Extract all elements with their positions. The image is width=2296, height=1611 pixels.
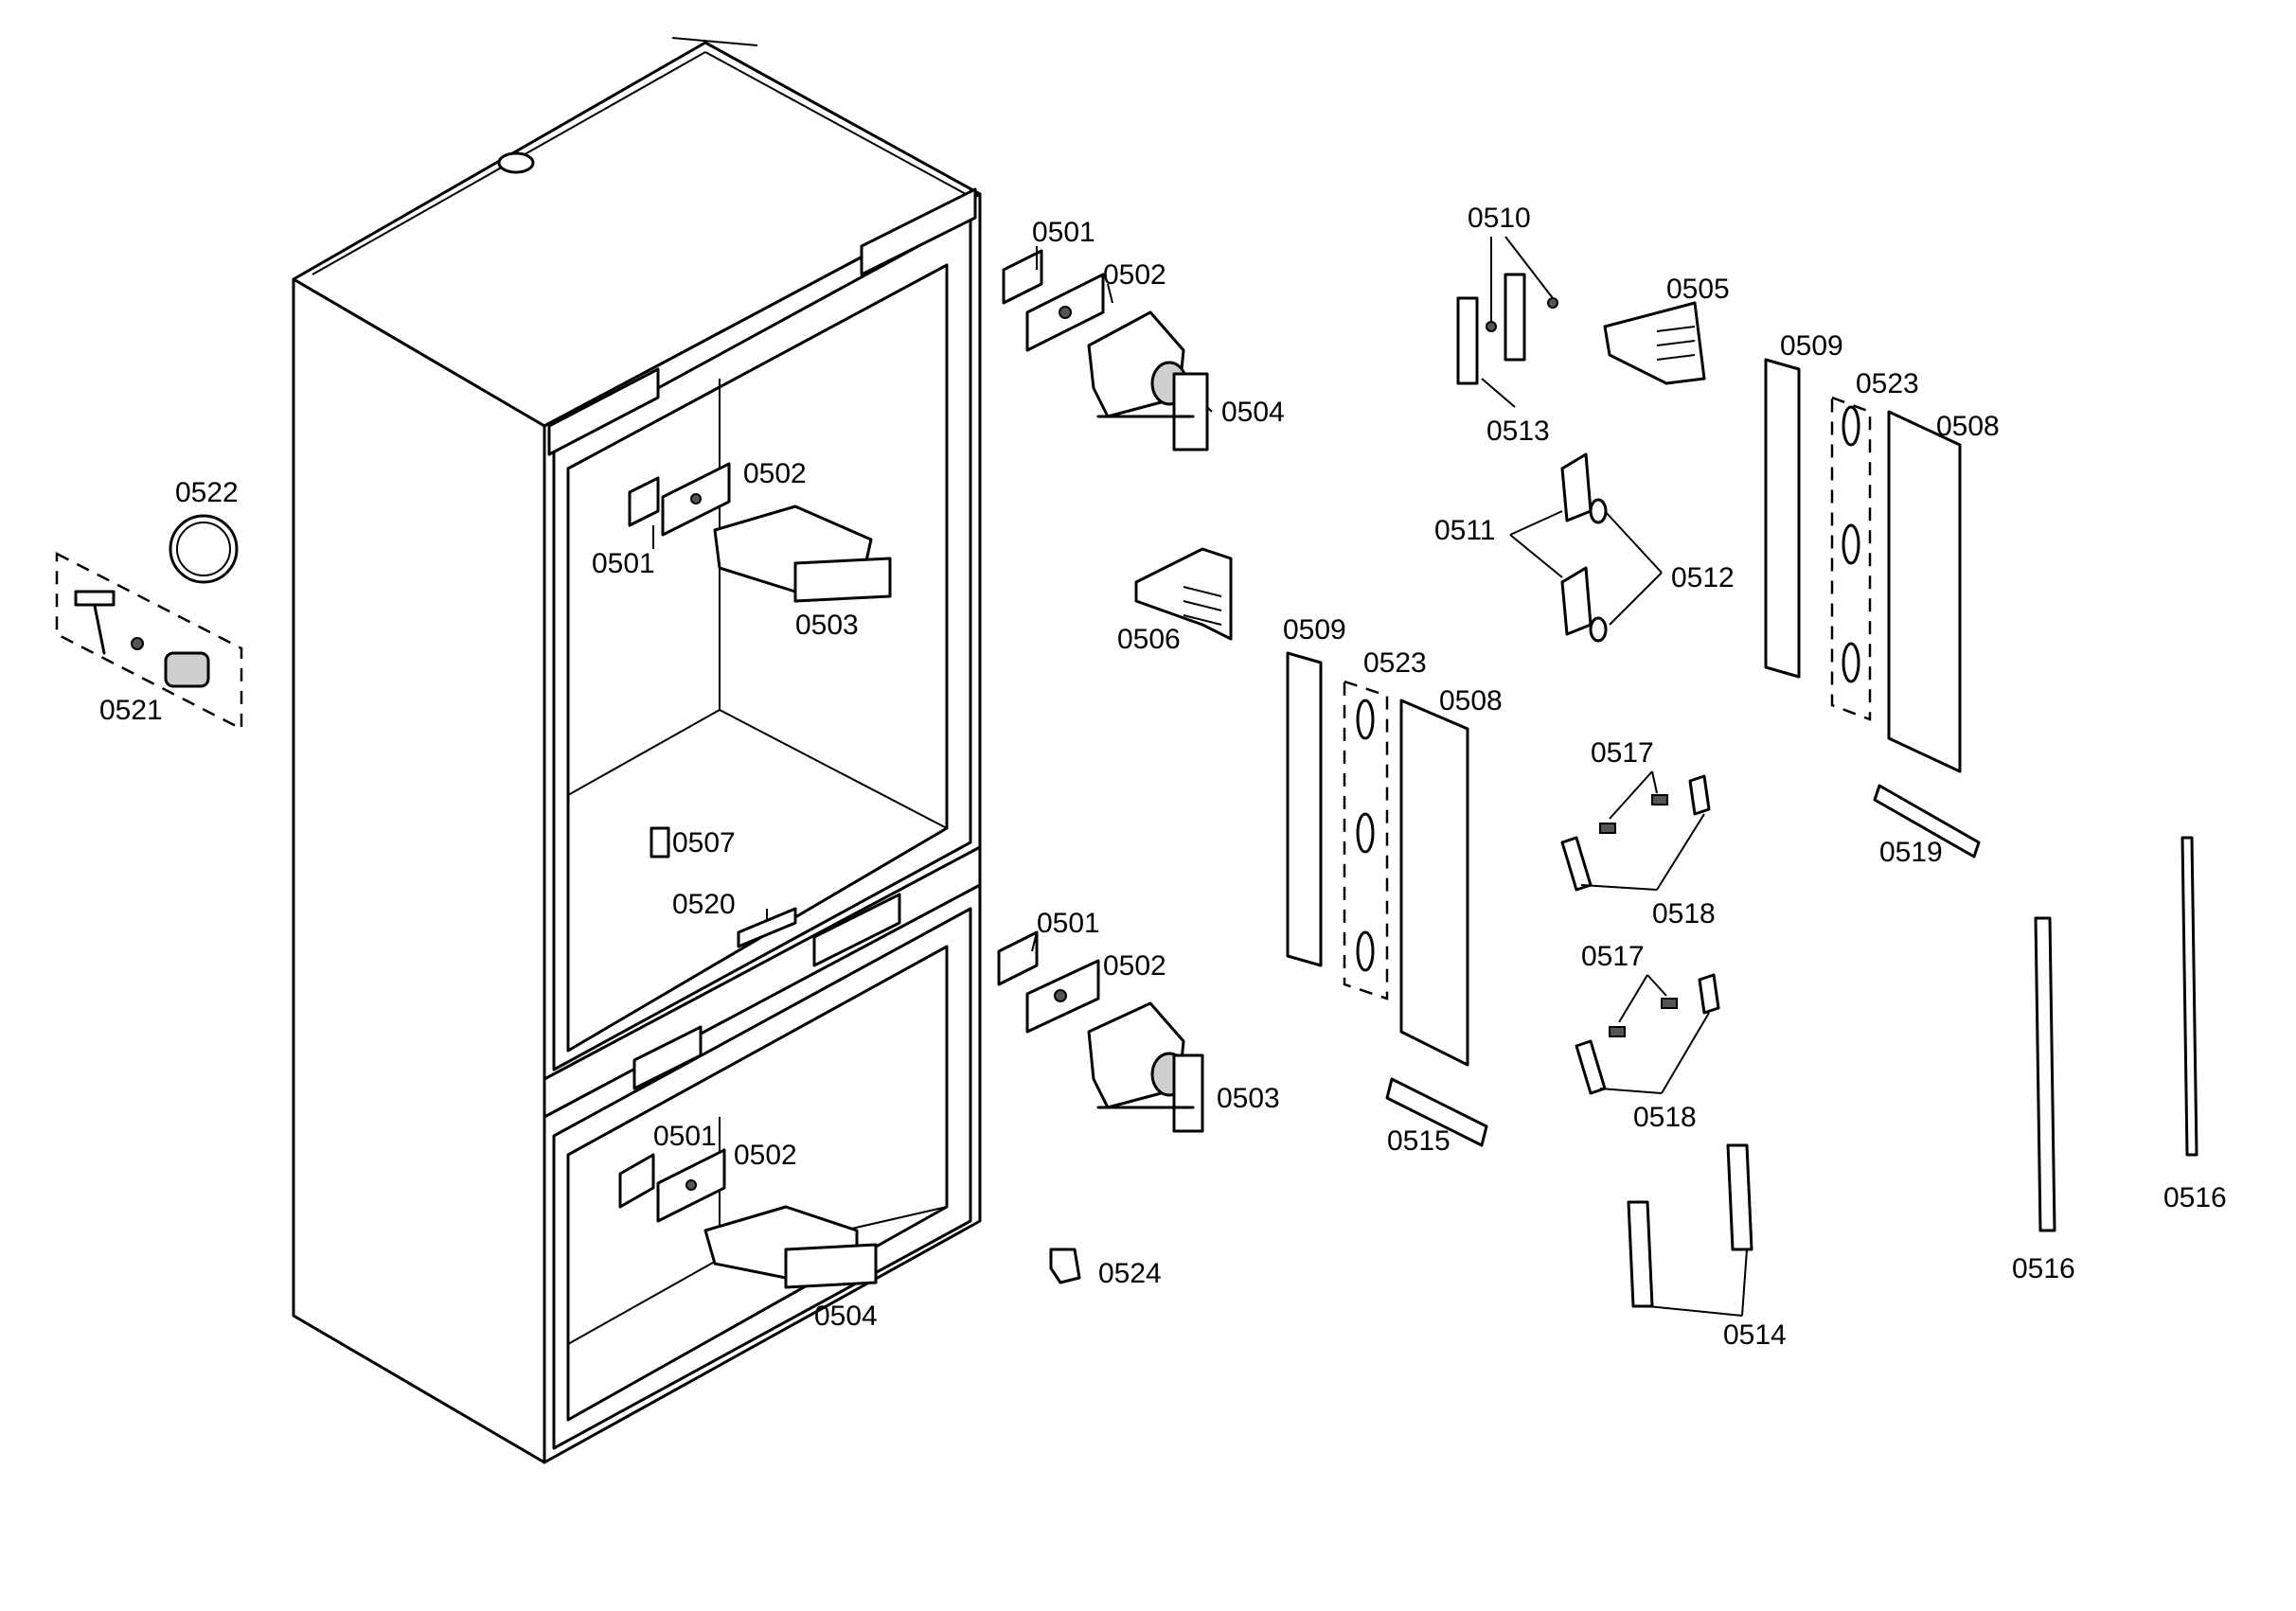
label-0516: 0516	[2012, 1253, 2075, 1284]
small-clip-0507	[650, 826, 670, 859]
callout-labels: 0501 0502 0504 0502 0501 0503 0522 0521 …	[99, 203, 2227, 1351]
clip-0524	[1049, 1248, 1081, 1284]
label-0513: 0513	[1486, 416, 1550, 447]
brackets-0511-0512	[1509, 452, 1663, 643]
brackets-0514	[1627, 1143, 1753, 1317]
label-0505: 0505	[1666, 274, 1730, 305]
label-0523: 0523	[1363, 647, 1427, 679]
bracket-set-0517-0518-upper	[1560, 770, 1711, 892]
label-0503: 0503	[795, 610, 859, 641]
label-0510: 0510	[1468, 203, 1531, 234]
label-0508: 0508	[1936, 411, 2000, 442]
seal-strip-0516-left	[2034, 916, 2056, 1232]
leader-lines	[1031, 246, 1213, 952]
label-0523: 0523	[1856, 368, 1919, 399]
lower-inner-hinge-set	[618, 1148, 878, 1289]
label-0515: 0515	[1387, 1125, 1451, 1157]
seal-strip-0516-right	[2180, 836, 2198, 1157]
panel-set-right	[1764, 358, 1962, 773]
label-0502: 0502	[1103, 259, 1166, 291]
label-0524: 0524	[1098, 1258, 1162, 1289]
latch-plate-0520	[737, 907, 797, 948]
label-0514: 0514	[1723, 1319, 1787, 1351]
label-0520: 0520	[672, 889, 736, 920]
label-0522: 0522	[175, 477, 239, 508]
upper-outer-hinge-set	[1002, 249, 1209, 451]
label-0503: 0503	[1217, 1083, 1280, 1114]
label-0519: 0519	[1879, 837, 1943, 868]
label-0511: 0511	[1434, 515, 1496, 546]
cover-0506	[1134, 547, 1233, 641]
label-0521: 0521	[99, 695, 163, 726]
handle-kit-0521	[55, 551, 243, 732]
label-0504: 0504	[814, 1301, 878, 1332]
trim-strip-0519	[1873, 784, 1981, 859]
label-0502: 0502	[1103, 950, 1166, 982]
label-0516: 0516	[2163, 1182, 2227, 1213]
panel-set-middle	[1286, 651, 1469, 1067]
label-0509: 0509	[1283, 614, 1346, 646]
label-0504: 0504	[1221, 397, 1285, 428]
lower-outer-hinge-set	[997, 930, 1204, 1133]
label-0501: 0501	[1037, 908, 1100, 939]
ring-0522	[169, 514, 239, 584]
brackets-0510-0513	[1456, 236, 1558, 408]
label-0517: 0517	[1581, 941, 1645, 972]
label-0501: 0501	[1032, 217, 1095, 248]
label-0518: 0518	[1652, 898, 1716, 929]
upper-inner-hinge-set	[628, 462, 892, 603]
label-0512: 0512	[1671, 562, 1735, 593]
bracket-set-0517-0518-lower	[1575, 973, 1720, 1095]
label-0517: 0517	[1591, 737, 1654, 769]
label-0518: 0518	[1633, 1102, 1697, 1133]
label-0508: 0508	[1439, 685, 1503, 717]
label-0501: 0501	[592, 548, 655, 579]
label-0502: 0502	[743, 458, 807, 489]
label-0501: 0501	[653, 1121, 717, 1152]
cover-0505	[1603, 301, 1706, 385]
label-0507: 0507	[672, 827, 736, 859]
trim-strip-0515	[1385, 1077, 1488, 1147]
label-0502: 0502	[734, 1140, 797, 1171]
label-0509: 0509	[1780, 330, 1843, 362]
label-0506: 0506	[1117, 624, 1181, 655]
